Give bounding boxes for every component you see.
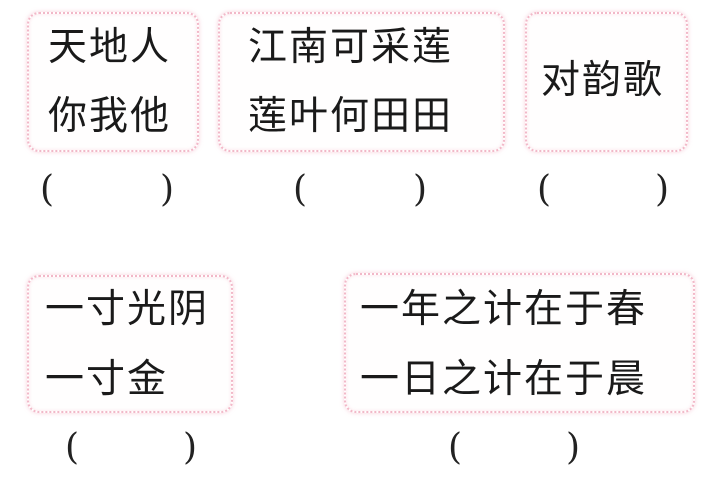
card-3-answer-paren-left[interactable]: ( xyxy=(537,169,552,210)
text-card-2 xyxy=(218,12,505,152)
card-2-line-1: 江南可采莲 xyxy=(248,25,454,70)
text-card-4 xyxy=(27,275,233,413)
card-5-line-1: 一年之计在于春 xyxy=(360,287,648,332)
card-1-answer-paren-right[interactable]: ) xyxy=(160,169,175,210)
card-2-answer-paren-left[interactable]: ( xyxy=(293,169,308,210)
card-2-answer-paren-right[interactable]: ) xyxy=(413,169,428,210)
card-3-line-1: 对韵歌 xyxy=(541,58,665,103)
card-1-line-1: 天地人 xyxy=(48,25,172,70)
card-3-answer-paren-right[interactable]: ) xyxy=(655,169,670,210)
card-5-answer-paren-right[interactable]: ) xyxy=(566,427,581,468)
card-5-line-2: 一日之计在于晨 xyxy=(360,357,648,402)
card-4-line-2: 一寸金 xyxy=(45,357,169,402)
card-4-answer-paren-left[interactable]: ( xyxy=(65,427,80,468)
card-4-line-1: 一寸光阴 xyxy=(45,287,210,332)
card-1-answer-paren-left[interactable]: ( xyxy=(40,169,55,210)
card-2-line-2: 莲叶何田田 xyxy=(248,94,454,139)
text-card-1 xyxy=(27,12,199,152)
text-card-3 xyxy=(525,12,688,152)
card-1-line-2: 你我他 xyxy=(48,94,172,139)
card-4-answer-paren-right[interactable]: ) xyxy=(183,427,198,468)
text-card-5 xyxy=(344,273,695,413)
card-5-answer-paren-left[interactable]: ( xyxy=(448,427,463,468)
